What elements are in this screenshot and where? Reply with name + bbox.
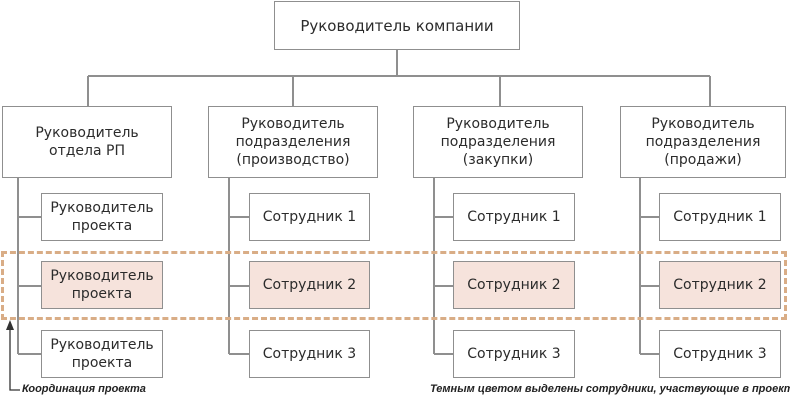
employee-label: Сотрудник 1	[673, 209, 767, 225]
legend-note: Темным цветом выделены сотрудники, участ…	[430, 383, 790, 395]
coordination-note: Координация проекта	[22, 383, 146, 395]
department-head-box: Руководитель отдела РП	[2, 106, 172, 178]
department-head-label: Руководитель отдела РП	[35, 125, 139, 159]
employee-label: Сотрудник 3	[467, 346, 561, 362]
company-head-label: Руководитель компании	[300, 16, 494, 35]
project-manager-box-highlighted: Руководитель проекта	[41, 261, 163, 309]
employee-box: Сотрудник 1	[453, 193, 575, 241]
project-team-frame	[1, 251, 787, 320]
employee-box: Сотрудник 1	[249, 193, 370, 241]
employee-box: Сотрудник 1	[659, 193, 781, 241]
project-manager-box: Руководитель проекта	[41, 193, 163, 241]
project-manager-box: Руководитель проекта	[41, 330, 163, 378]
employee-label: Сотрудник 2	[467, 277, 561, 293]
employee-box: Сотрудник 3	[249, 330, 370, 378]
employee-box: Сотрудник 3	[453, 330, 575, 378]
company-head-box: Руководитель компании	[274, 1, 520, 50]
employee-box-highlighted: Сотрудник 2	[249, 261, 370, 309]
division-head-sales-box: Руководитель подразделения (продажи)	[620, 106, 786, 178]
employee-box-highlighted: Сотрудник 2	[453, 261, 575, 309]
division-head-label: Руководитель подразделения (производство…	[235, 116, 351, 168]
division-head-production-box: Руководитель подразделения (производство…	[208, 106, 378, 178]
division-head-procurement-box: Руководитель подразделения (закупки)	[413, 106, 583, 178]
division-head-label: Руководитель подразделения (продажи)	[645, 116, 761, 168]
employee-label: Сотрудник 2	[673, 277, 767, 293]
employee-label: Сотрудник 3	[673, 346, 767, 362]
employee-box: Сотрудник 3	[659, 330, 781, 378]
employee-label: Сотрудник 2	[262, 277, 357, 293]
project-manager-label: Руководитель проекта	[50, 337, 154, 371]
project-manager-label: Руководитель проекта	[50, 200, 154, 234]
employee-label: Сотрудник 1	[262, 209, 357, 225]
project-manager-label: Руководитель проекта	[50, 268, 154, 302]
employee-label: Сотрудник 3	[262, 346, 357, 362]
employee-box-highlighted: Сотрудник 2	[659, 261, 781, 309]
division-head-label: Руководитель подразделения (закупки)	[440, 116, 556, 168]
employee-label: Сотрудник 1	[467, 209, 561, 225]
